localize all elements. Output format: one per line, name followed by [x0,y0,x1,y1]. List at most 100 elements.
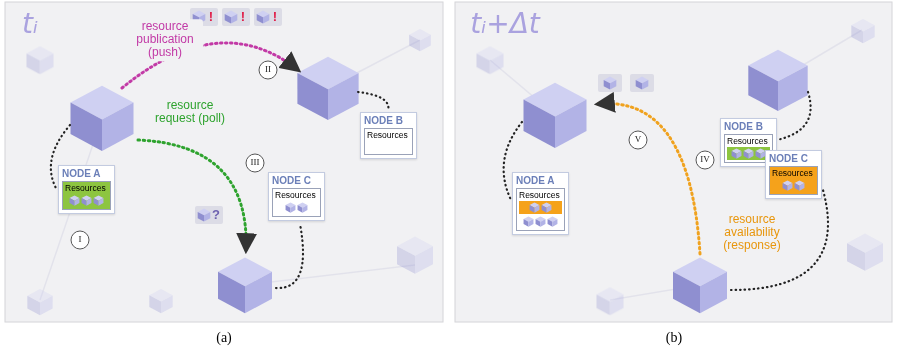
illustration-part [777,92,811,140]
resource-cube [794,180,805,191]
illustration-part [254,8,282,26]
callout-number: IV [700,155,710,165]
alert-mark: ! [209,10,213,24]
illustration-part [696,151,714,169]
node-title: NODE C [769,153,818,165]
node-cubes [71,50,808,314]
resource-panel: Resources [769,166,818,195]
illustration-part [397,237,433,274]
resource-panel: Resources [516,188,565,231]
resource-heading: Resources [772,168,815,178]
illustration-part [257,11,270,24]
illustration-part [71,231,89,249]
flow-label: resource request (poll) [152,98,228,126]
resource-row [275,201,318,214]
illustration-part [195,206,223,224]
node-title: NODE C [272,175,321,187]
resource-heading: Resources [367,130,410,140]
illustration-part [259,61,277,79]
resource-heading: Resources [65,183,108,193]
resource-cube [541,202,552,213]
illustration-part [524,83,587,148]
illustration-part [149,289,172,313]
resource-row [772,179,815,192]
resource-cube [782,180,793,191]
node-box: NODE B Resources [360,112,417,159]
illustration-part [409,29,431,51]
resource-panel: Resources [272,188,321,217]
node-box: NODE C Resources [765,150,822,199]
illustration-part [222,8,250,26]
illustration-part [455,2,892,322]
illustration-part [297,57,358,120]
resource-cube [529,202,540,213]
illustration-part [673,257,727,313]
illustration-part [138,140,246,250]
illustration-part [636,77,649,90]
resource-row [519,215,562,228]
illustration-part [477,46,504,74]
illustration-part [5,2,443,322]
illustration-part [71,86,134,151]
resource-cube [731,148,742,159]
message-icons [190,8,654,224]
illustration-part [598,74,622,92]
illustration-part [851,19,874,43]
panel-caption: (b) [666,330,682,345]
resource-cube [297,202,308,213]
callout-circles [71,61,714,249]
illustration-part [27,46,54,74]
flow-arcs [122,43,700,254]
resource-row [727,147,770,160]
illustration-part [604,77,617,90]
illustration-part [847,234,883,271]
resource-cube [285,202,296,213]
illustration-part [358,92,388,111]
node-box: NODE A Resources [512,172,569,235]
resource-cube [93,195,104,206]
background-network [40,30,862,300]
illustration-part [597,287,624,315]
illustration-part [630,74,654,92]
resource-cube [743,148,754,159]
resource-row [65,194,108,207]
node-title: NODE A [516,175,565,187]
empty-space [367,140,410,152]
illustration-part [598,104,700,254]
resource-panel: Resources [62,181,111,210]
illustration-part [629,131,647,149]
leader-lines [51,92,828,290]
callout-number: I [79,235,82,245]
illustration-part [246,154,264,172]
resource-heading: Resources [275,190,318,200]
panel-caption: (a) [216,330,232,345]
illustration-part [276,224,303,288]
callout-number: III [251,158,260,168]
flow-label: resource availability (response) [712,212,792,254]
resource-heading: Resources [519,190,562,200]
resource-cube [547,216,558,227]
illustration-part [27,289,52,315]
time-label: tᵢ [22,9,38,40]
resource-cube [535,216,546,227]
resource-cube [523,216,534,227]
resource-cube [81,195,92,206]
panel-background [5,2,892,322]
node-box: NODE C Resources [268,172,325,221]
resource-row [519,201,562,214]
alert-mark: ! [273,10,277,24]
flow-label: resource publication (push) [127,19,203,61]
resource-panel: Resources [364,128,413,155]
alert-mark: ! [241,10,245,24]
resource-cube [69,195,80,206]
node-title: NODE A [62,168,111,180]
illustration-part [218,257,272,313]
node-title: NODE B [364,115,413,127]
illustration-part [748,50,807,111]
background-cubes [27,19,884,315]
illustration-part [225,11,238,24]
resource-heading: Resources [727,136,770,146]
node-title: NODE B [724,121,773,133]
callout-number: II [265,65,271,75]
